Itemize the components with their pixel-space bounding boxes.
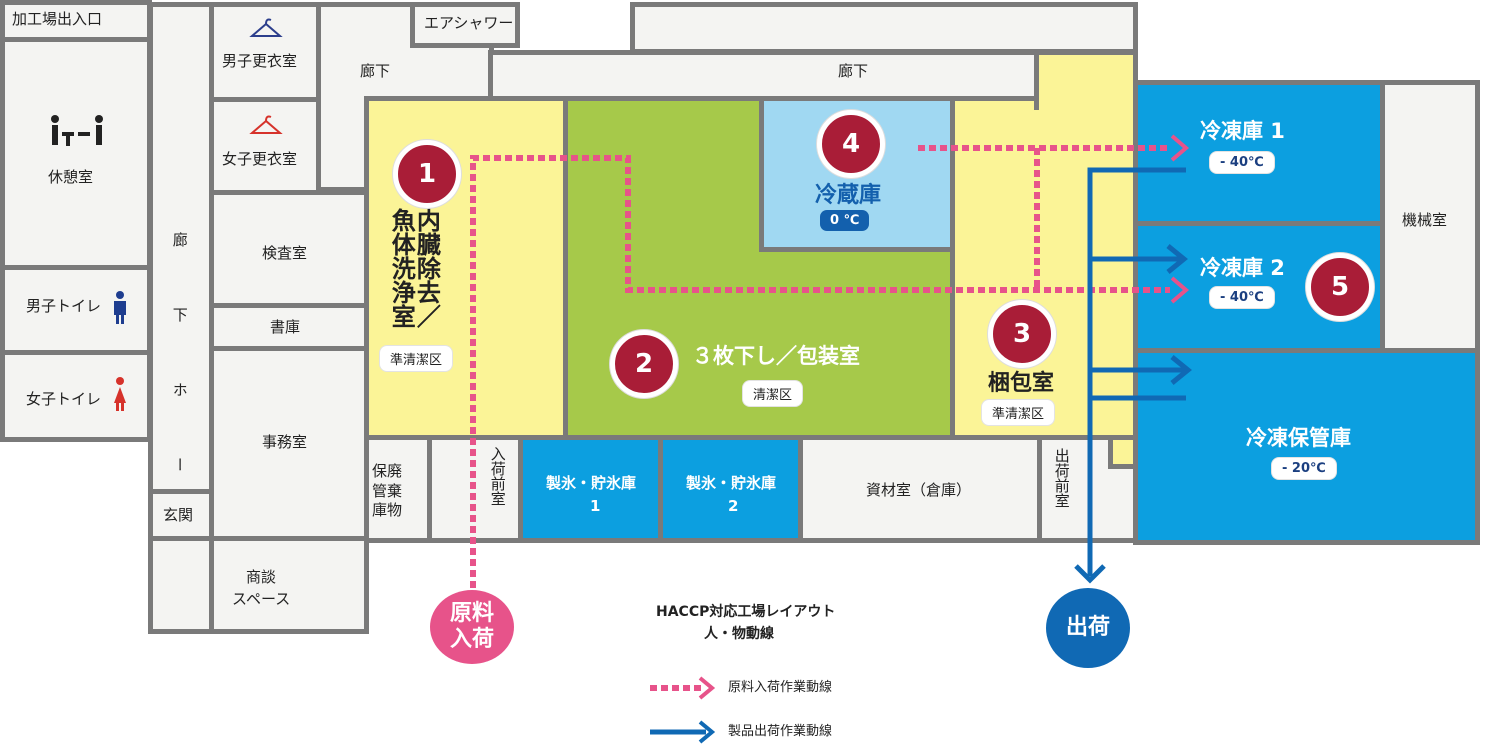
raw-arrowhead-2 — [1170, 276, 1190, 304]
meeting-room — [209, 536, 369, 634]
step-badge-1: 1 — [393, 140, 461, 208]
ice-room-2 — [658, 435, 803, 543]
genkan-label: 玄関 — [163, 506, 194, 524]
small-yellow-gap — [1108, 435, 1138, 469]
female-person-icon — [114, 377, 126, 411]
legend-product-arrowhead — [698, 720, 716, 744]
library-label: 書庫 — [270, 318, 301, 336]
raw-inbound-label: 原料入荷 — [449, 600, 494, 652]
product-arrowhead-3 — [1074, 564, 1106, 584]
inspection-label: 検査室 — [262, 244, 308, 262]
legend-raw-label: 原料入荷作業動線 — [728, 680, 833, 695]
product-arrowhead-2 — [1170, 355, 1192, 385]
entrance-exit-label: 加工場出入口 — [12, 10, 103, 28]
clean-zone: 清潔区 — [743, 381, 803, 406]
step-badge-5: 5 — [1306, 253, 1374, 321]
break-room-label: 休憩室 — [48, 168, 94, 186]
male-toilet-room — [0, 265, 152, 355]
male-toilet-label: 男子トイレ — [26, 297, 102, 315]
product-arrowhead-1 — [1166, 244, 1188, 274]
legend-raw-arrowhead — [698, 676, 716, 700]
step-badge-3: 3 — [988, 300, 1056, 368]
office-label: 事務室 — [262, 433, 308, 451]
product-flow-line — [1087, 167, 1186, 576]
air-shower-label: エアシャワー — [424, 14, 514, 32]
machine-room — [1380, 80, 1480, 353]
cold-temp: 0 ℃ — [820, 210, 870, 231]
fillet-pack-label: ３枚下し／包装室 — [692, 344, 860, 368]
library-room — [209, 303, 369, 351]
raw-inbound-circle: 原料入荷 — [430, 590, 514, 664]
freezer-store-label: 冷凍保管庫 — [1246, 426, 1351, 450]
step-badge-2: 2 — [610, 330, 678, 398]
waste-store-label: 保廃管棄庫物 — [372, 462, 403, 519]
inbound-ante-label: 入荷前室 — [488, 446, 507, 506]
meeting-label-l1: 商談 — [246, 568, 277, 586]
legend-title-l1: HACCP対応工場レイアウト — [656, 604, 836, 620]
raw-flow-line — [470, 155, 1170, 588]
ice-room-1 — [518, 435, 663, 543]
ice-room-2-number: 2 — [728, 497, 739, 515]
freezer-store-temp: - 20℃ — [1272, 458, 1336, 479]
fish-wash-room — [364, 96, 568, 440]
step-badge-4: 4 — [817, 110, 885, 178]
materials-label: 資材室（倉庫） — [866, 481, 972, 499]
legend-product-label: 製品出荷作業動線 — [728, 724, 833, 739]
ship-label: 出荷 — [1065, 614, 1110, 640]
raw-arrowhead-1 — [1170, 134, 1190, 162]
women-locker-room — [209, 97, 321, 195]
ice-room-1-label: 製氷・貯氷庫 — [546, 474, 637, 492]
cold-storage-label: 冷蔵庫 — [815, 183, 882, 208]
female-toilet-label: 女子トイレ — [26, 390, 102, 408]
ice-room-2-label: 製氷・貯氷庫 — [686, 474, 777, 492]
fish-wash-label: 内臓除去／魚体洗浄室 — [387, 208, 441, 328]
ice-room-1-number: 1 — [590, 497, 601, 515]
seat-people-icon — [51, 115, 103, 146]
hanger-icon — [249, 18, 283, 37]
freezer-1-temp: - 40℃ — [1210, 152, 1274, 173]
semi-clean-zone-1: 準清潔区 — [380, 346, 453, 371]
corridor-a-label: 廊下 — [360, 62, 391, 80]
meeting-label-l2: スペース — [232, 590, 291, 608]
top-right-strip — [630, 2, 1138, 54]
hanger-icon-red — [249, 115, 283, 134]
ship-circle: 出荷 — [1046, 588, 1130, 668]
freezer-1-label: 冷凍庫 1 — [1200, 119, 1285, 143]
packing-label: 梱包室 — [988, 371, 1055, 396]
machine-label: 機械室 — [1402, 211, 1448, 229]
corridor-b-label: 廊下 — [838, 62, 869, 80]
semi-clean-zone-3: 準清潔区 — [982, 400, 1055, 425]
legend-title-l2: 人・物動線 — [704, 626, 774, 642]
women-locker-label: 女子更衣室 — [222, 150, 298, 168]
freezer-2-temp: - 40℃ — [1210, 287, 1274, 308]
freezer-2-label: 冷凍庫 2 — [1200, 256, 1285, 280]
male-person-icon — [114, 291, 126, 324]
air-shower-room — [410, 2, 520, 48]
outbound-ante-label: 出荷前室 — [1052, 448, 1071, 508]
men-locker-label: 男子更衣室 — [222, 52, 298, 70]
